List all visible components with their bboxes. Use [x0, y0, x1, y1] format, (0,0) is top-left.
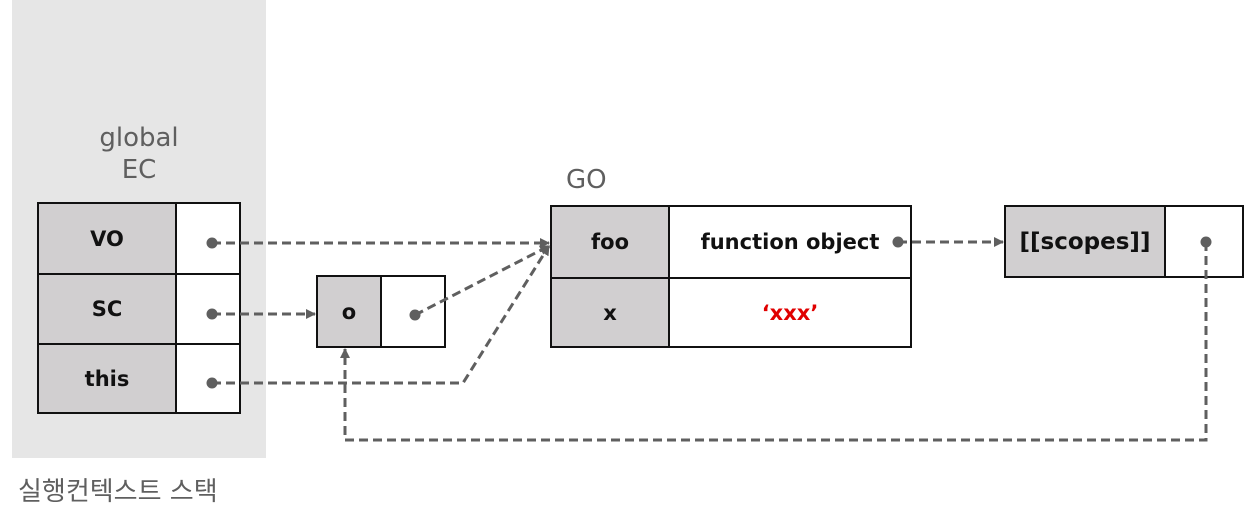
ec-row-sc-value: [177, 273, 239, 343]
go-row-foo-value: function object: [700, 230, 880, 254]
function-object-pointer-dot: [892, 236, 904, 248]
ec-row-this-key: this: [39, 343, 177, 412]
ec-title-line1: global: [99, 123, 179, 153]
global-ec-table: VO SC this: [37, 202, 241, 414]
global-ec-title: global EC: [12, 122, 266, 186]
scopes-pointer-dot: [1200, 236, 1212, 248]
global-object-table: foo function object x ‘xxx’: [550, 205, 912, 348]
vo-pointer-dot: [206, 237, 218, 249]
o-pointer-dot: [409, 309, 421, 321]
go-row-x-key: x: [552, 277, 670, 346]
go-row-x-value: ‘xxx’: [670, 277, 910, 346]
o-to-go-arrow: [414, 244, 550, 317]
this-pointer-dot: [206, 377, 218, 389]
ec-row-vo-key: VO: [39, 204, 177, 273]
stack-label: 실행컨텍스트 스택: [18, 477, 218, 507]
sc-pointer-dot: [206, 308, 218, 320]
ec-title-line2: EC: [121, 155, 157, 185]
scope-chain-object-box: o: [316, 275, 446, 348]
go-row-foo-key: foo: [552, 207, 670, 277]
ec-row-this-value: [177, 343, 239, 412]
scopes-to-o-arrow: [340, 242, 1208, 442]
ec-row-sc-key: SC: [39, 273, 177, 343]
this-to-go-arrow: [212, 245, 551, 385]
go-title: GO: [566, 165, 607, 195]
scopes-key: [[scopes]]: [1006, 207, 1166, 276]
o-key: o: [318, 277, 382, 346]
